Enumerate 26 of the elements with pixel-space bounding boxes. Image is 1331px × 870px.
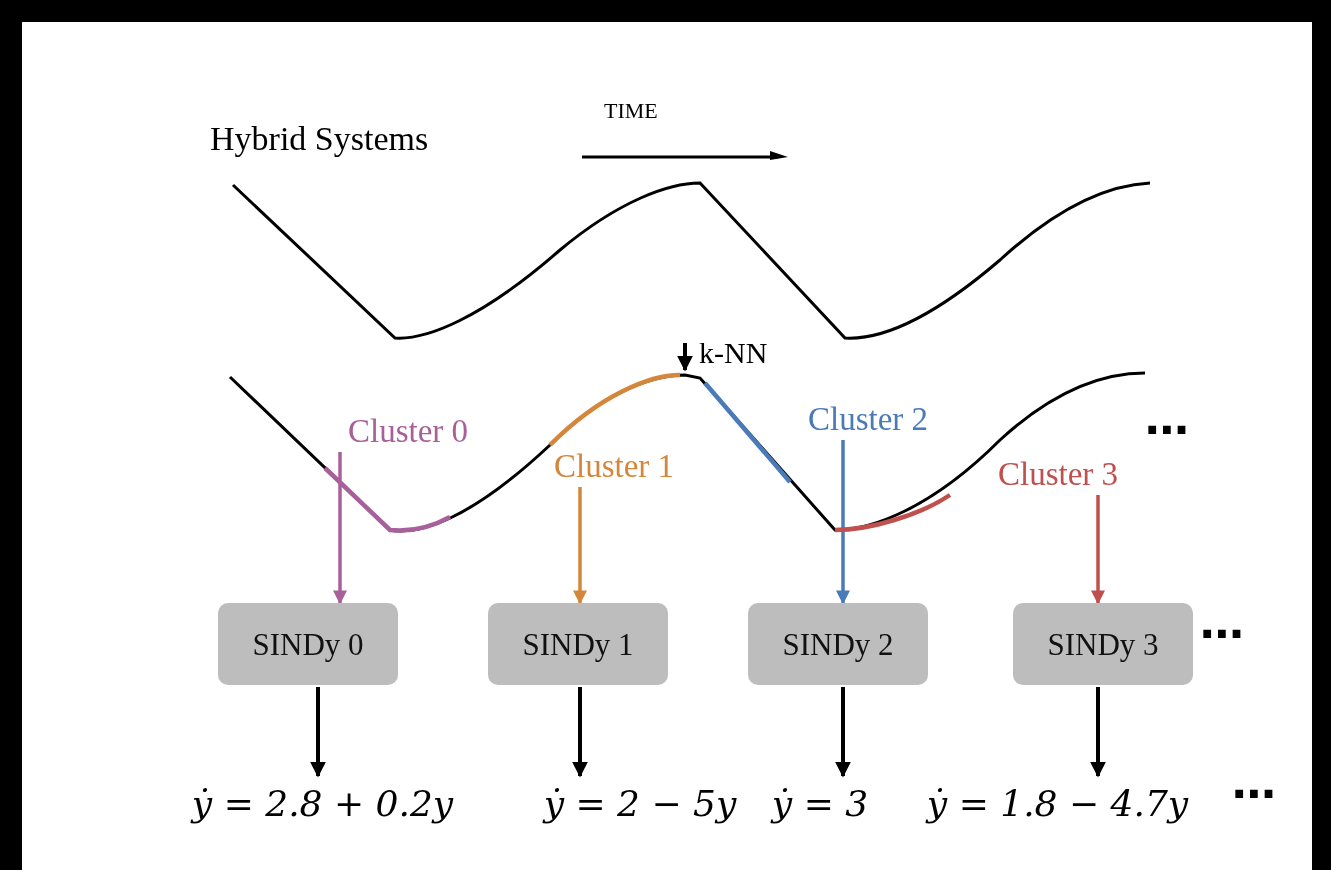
curve-caption: Hybrid Systems [210,122,429,156]
process-box: SINDy 1 [488,603,668,685]
arrow [572,687,588,778]
arrow [835,687,851,778]
cluster-label: Cluster 3 [972,455,1144,493]
ellipsis: ⋯ [1232,772,1276,816]
arrow [333,452,347,605]
cluster-label: Cluster 2 [782,400,954,438]
arrow [1090,687,1106,778]
arrow [573,487,587,605]
cluster-label: Cluster 1 [530,447,698,485]
equation: ẏ = 3 [760,776,880,832]
process-box: SINDy 2 [748,603,928,685]
arrow [310,687,326,778]
arrow [836,440,850,605]
equation: ẏ = 2 − 5y [520,776,760,832]
arrow [1091,495,1105,605]
equation: ẏ = 1.8 − 4.7y [885,776,1230,832]
cluster-label: Cluster 0 [322,412,494,450]
process-box: SINDy 0 [218,603,398,685]
axis-label: TIME [604,100,658,122]
ellipsis: ⋯ [1145,408,1189,452]
equation: ẏ = 2.8 + 0.2y [155,776,490,832]
arrow [677,343,693,372]
ellipsis: ⋯ [1200,612,1244,656]
process-box: SINDy 3 [1013,603,1193,685]
